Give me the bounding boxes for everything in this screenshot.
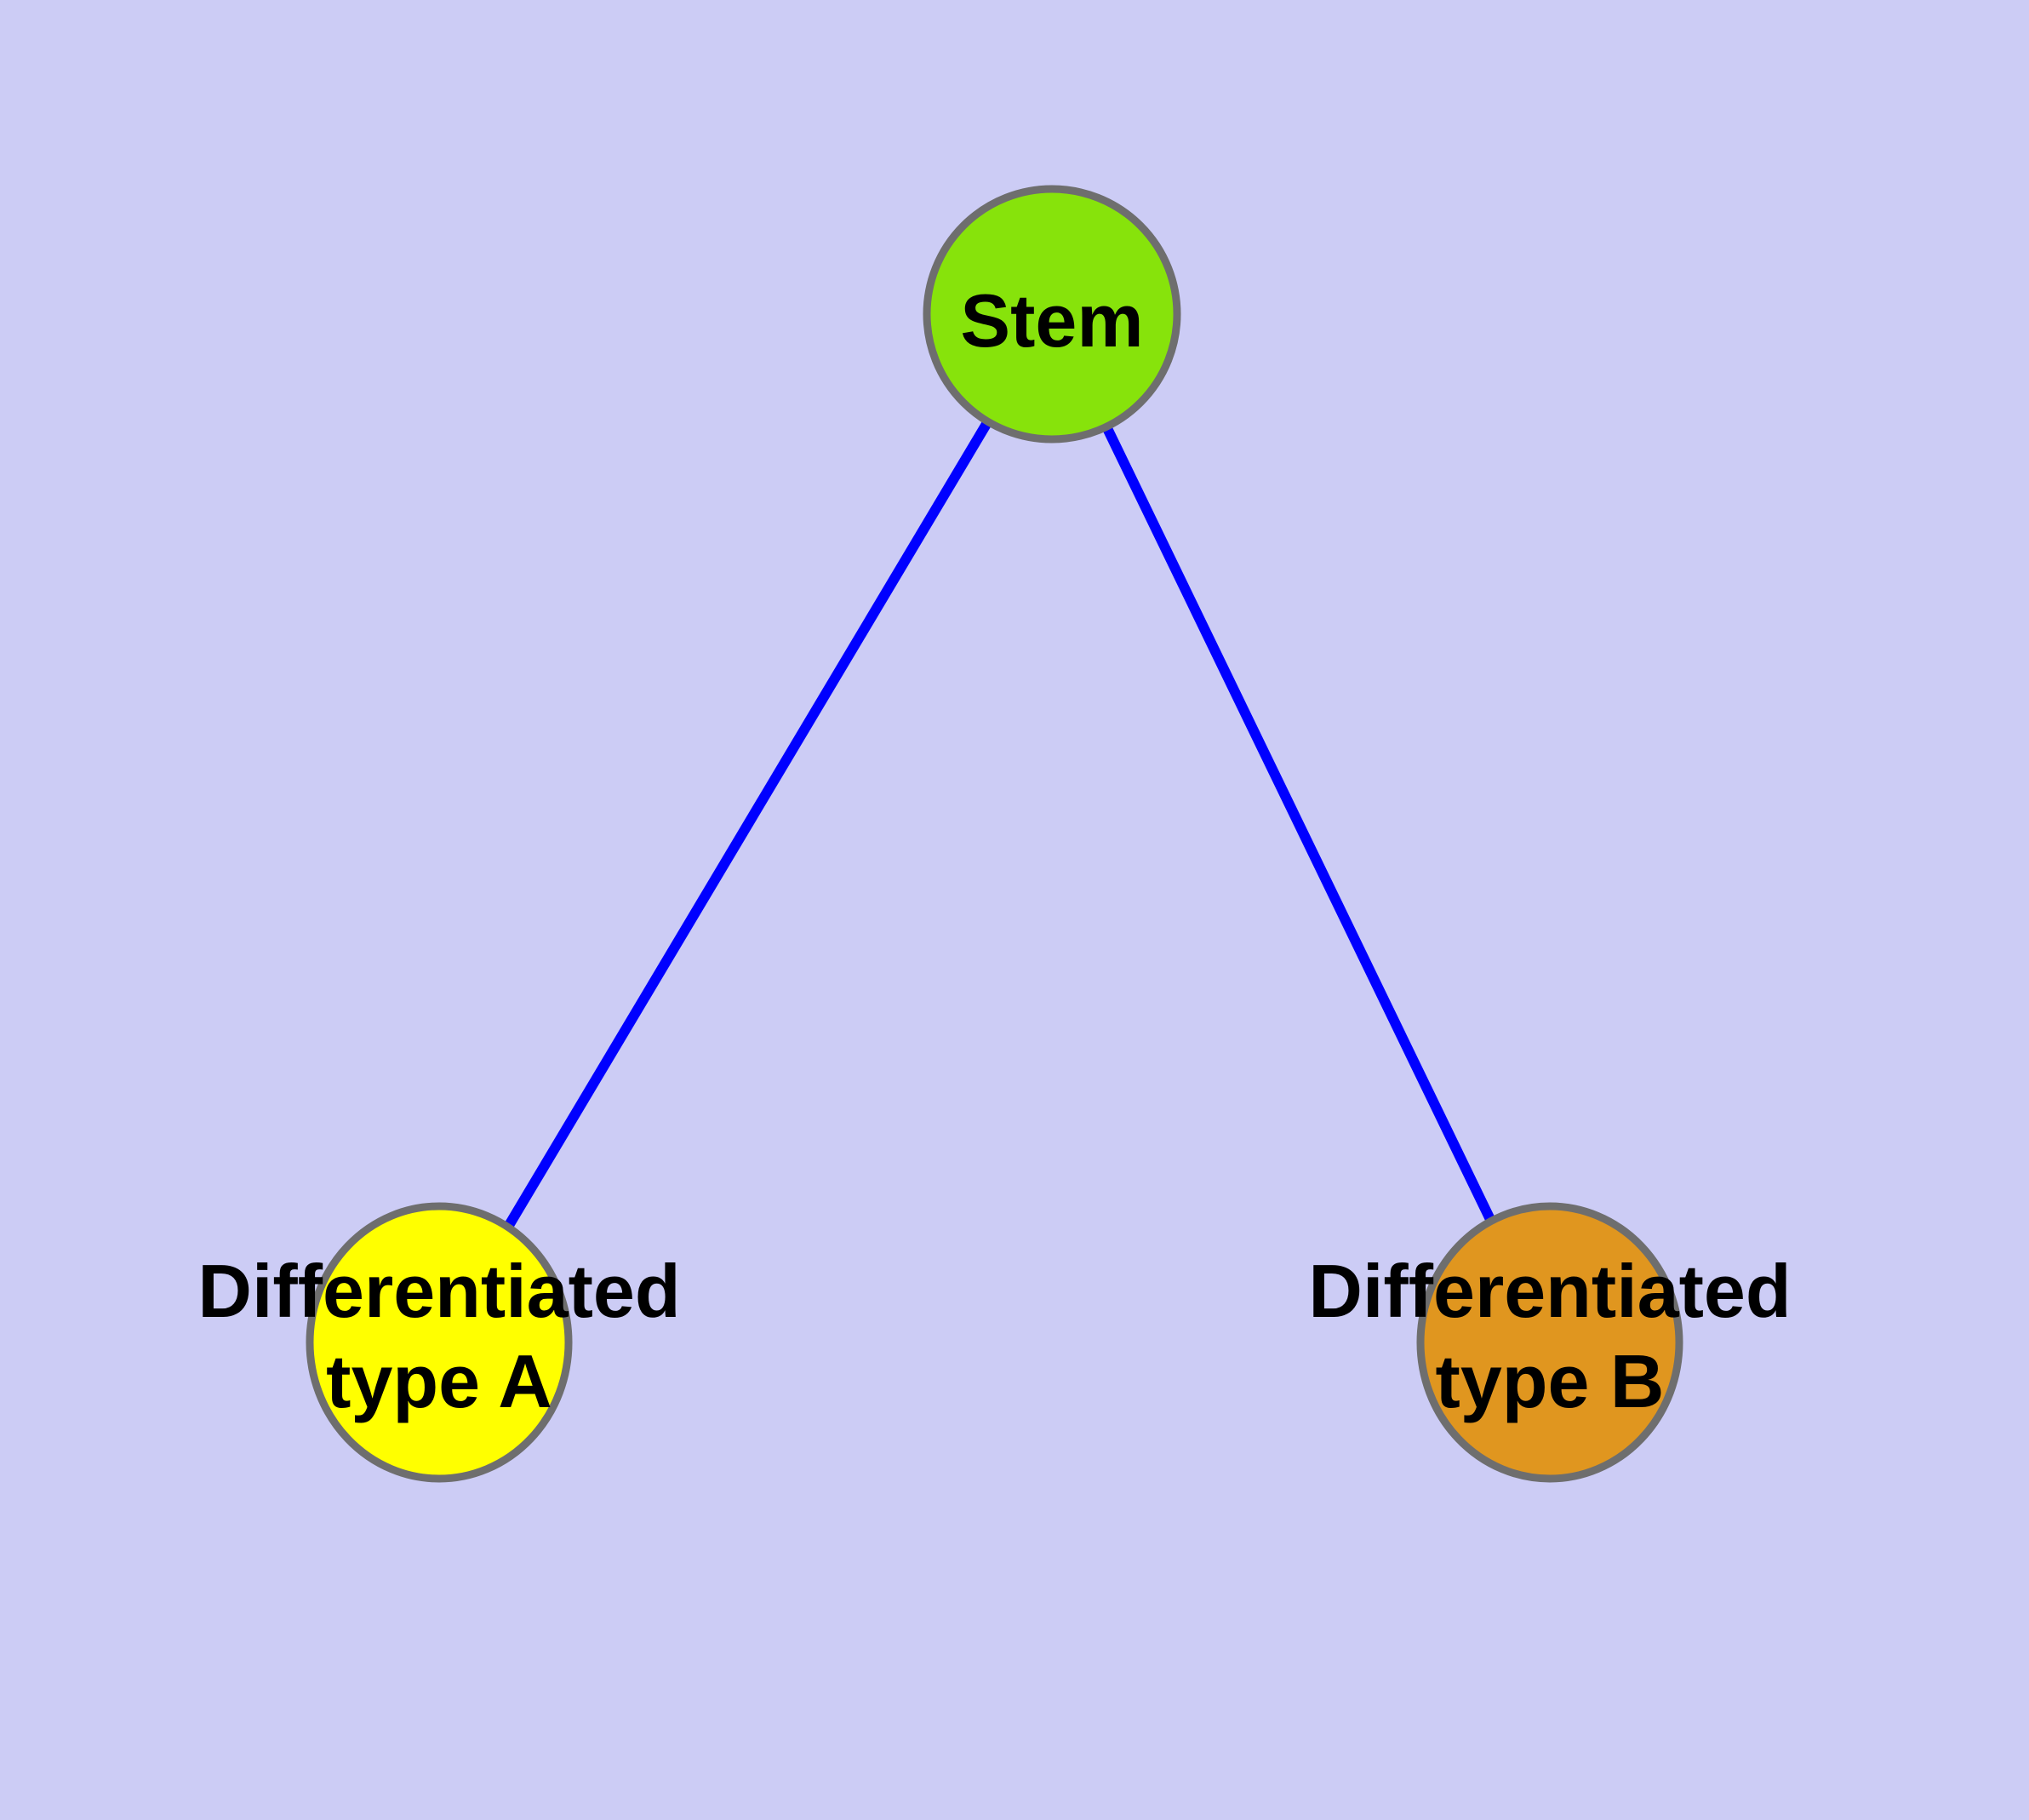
edge-stem-a <box>434 311 1057 1346</box>
node-label-stem: Stem <box>960 278 1143 363</box>
node-stem <box>923 185 1181 444</box>
node-label-line: type B <box>1436 1339 1665 1423</box>
node-label-line: Differentiated <box>197 1249 680 1333</box>
node-label-line: Differentiated <box>1308 1249 1791 1333</box>
node-differentiated-type-a <box>306 1202 573 1483</box>
node-differentiated-type-b <box>1416 1202 1683 1483</box>
node-label-line: type A <box>326 1339 552 1423</box>
node-label-line: Stem <box>960 278 1143 363</box>
edge-stem-b <box>1047 312 1555 1345</box>
